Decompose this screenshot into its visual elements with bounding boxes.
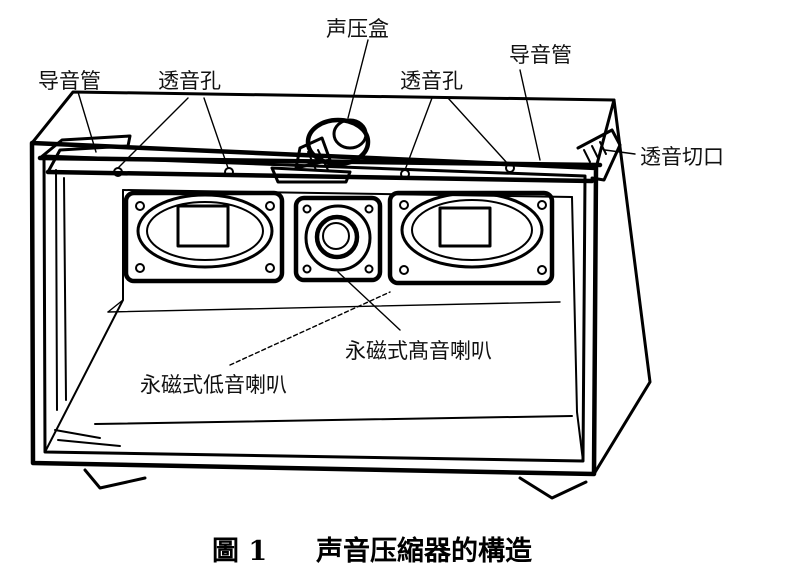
screw [135, 263, 145, 273]
leader-cutout [604, 149, 636, 155]
woofer-right-cone-outer [400, 191, 544, 269]
caption-figure-number: 圖 1 [212, 536, 267, 567]
leader-driver [347, 39, 369, 119]
label-compression-driver: 声压盒 [326, 17, 389, 41]
screw [364, 204, 374, 214]
label-guide-tube-left: 导音管 [38, 69, 101, 93]
cabinet-foot-left [83, 468, 147, 490]
screw [399, 265, 409, 275]
cabinet-foot-right [518, 476, 588, 500]
driver-body [305, 117, 371, 167]
woofer-left-cone-outer [136, 193, 274, 269]
cabinet-right-face [592, 98, 652, 476]
cabinet [29, 90, 652, 500]
label-guide-tube-right: 导音管 [509, 43, 572, 67]
sound-cutout-ridges [583, 141, 607, 163]
guide-tube-left-bend [38, 134, 132, 174]
leader-sound-hole-right-2 [447, 97, 509, 165]
screw [265, 263, 275, 273]
shelf-line [107, 301, 561, 313]
leader-lines [77, 39, 636, 366]
tweeter-dome [322, 222, 350, 250]
leader-guide-tube-right [519, 69, 541, 161]
leader-sound-hole-left-1 [117, 97, 189, 169]
driver-mount [270, 166, 352, 184]
woofer-right-magnet [438, 206, 492, 248]
shelf-line-2 [107, 299, 124, 313]
screw [399, 200, 409, 210]
sound-cutout-bracket [576, 128, 622, 182]
compression-driver [270, 117, 371, 184]
driver-ribs [307, 149, 329, 171]
label-sound-hole-right: 透音孔 [400, 69, 463, 93]
sound-hole-4 [505, 163, 515, 173]
screw [302, 204, 312, 214]
screw [135, 201, 145, 211]
label-woofer: 永磁式低音喇叭 [140, 373, 287, 397]
label-sound-cutout: 透音切口 [640, 145, 724, 169]
tweeter-center [293, 195, 383, 283]
sound-hole-2 [224, 167, 234, 177]
driver-neck [294, 136, 332, 170]
leader-tweeter [337, 271, 401, 331]
woofer-right-cone-inner [411, 199, 533, 261]
screw [537, 200, 547, 210]
screw [265, 201, 275, 211]
woofer-left [123, 190, 285, 284]
guide-tube-assembly [37, 128, 622, 184]
screw [302, 264, 312, 274]
label-tweeter: 永磁式髙音喇叭 [345, 339, 492, 363]
caption-title: 声音压縮器的構造 [316, 535, 532, 567]
floor-line [94, 415, 573, 425]
screw [537, 265, 547, 275]
label-sound-hole-left: 透音孔 [158, 69, 221, 93]
leader-guide-tube-left [77, 91, 97, 153]
driver-cap [332, 118, 368, 150]
tweeter-ring-outer [304, 204, 372, 272]
leader-sound-hole-left-2 [203, 97, 229, 169]
guide-tube-lower [45, 169, 595, 184]
left-wall [55, 169, 67, 411]
leader-woofer [229, 291, 391, 366]
woofer-left-frame [123, 190, 285, 284]
tweeter-ring-mid [314, 214, 360, 260]
leader-sound-hole-right-1 [404, 97, 433, 171]
tweeter-frame [293, 195, 383, 283]
back-panel-right [571, 196, 584, 462]
woofer-left-magnet [176, 204, 230, 248]
screw [364, 264, 374, 274]
woofer-right [387, 190, 555, 286]
floor-slats [54, 429, 121, 447]
woofer-left-cone-inner [146, 201, 264, 261]
